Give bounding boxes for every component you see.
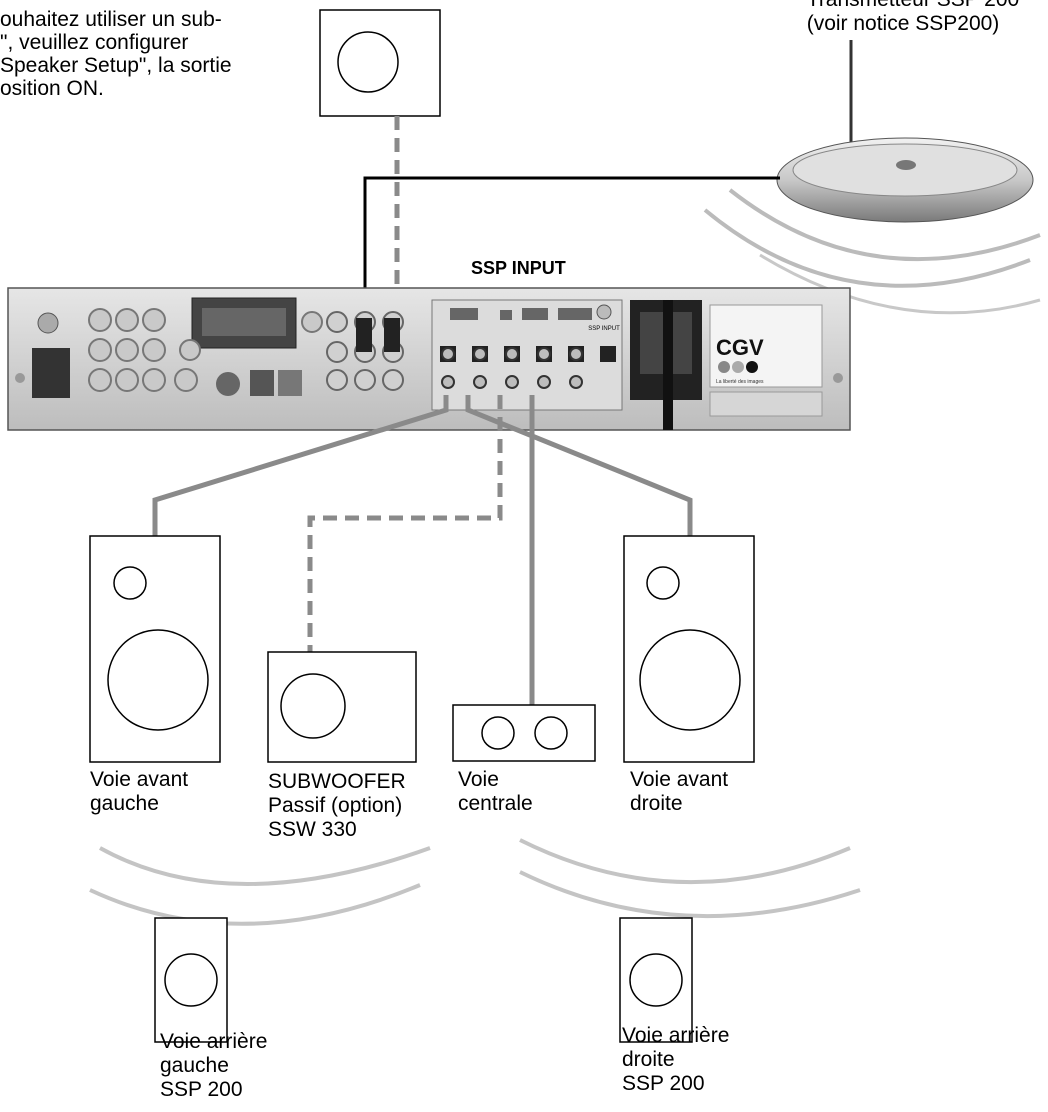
subwoofer-label-line-2: Passif (option) (268, 794, 403, 817)
front-left-label-line-2: gauche (90, 792, 159, 815)
center-label: Voie centrale (458, 768, 533, 816)
rear-left-waves (89, 846, 431, 926)
top-speaker-box (319, 9, 441, 117)
rear-right-label-line-2: droite (622, 1048, 675, 1071)
front-left-label-line-1: Voie avant (90, 768, 189, 791)
center-speaker (452, 704, 596, 762)
transmitter-label-line-1: Transmetteur SSP 200 (768, 0, 1048, 12)
rear-right-label: Voie arrière droite SSP 200 (622, 1024, 729, 1096)
transmitter-label: Transmetteur SSP 200 (voir notice SSP200… (768, 0, 1048, 36)
rear-left-label-line-1: Voie arrière (160, 1030, 268, 1053)
setup-note: ouhaitez utiliser un sub- ", veuillez co… (0, 8, 232, 100)
center-label-line-1: Voie (458, 768, 499, 791)
panel-small-input-label: SSP INPUT (588, 326, 620, 332)
rear-left-label-line-2: gauche (160, 1054, 229, 1077)
setup-note-line-1: ouhaitez utiliser un sub- (0, 8, 222, 31)
subwoofer-label-line-3: SSW 330 (268, 818, 357, 841)
rear-right-speaker (619, 917, 693, 1043)
subwoofer-label: SUBWOOFER Passif (option) SSW 330 (268, 770, 406, 842)
receiver-back-panel (7, 287, 851, 431)
front-right-speaker (623, 535, 755, 763)
brand-tagline: La liberté des images (716, 379, 764, 385)
setup-note-line-3: Speaker Setup", la sortie (0, 54, 232, 77)
front-right-label-line-1: Voie avant (630, 768, 729, 791)
subwoofer-dashed-cable (307, 395, 503, 652)
front-left-label: Voie avant gauche (90, 768, 188, 816)
subwoofer-label-line-1: SUBWOOFER (268, 770, 406, 793)
front-left-speaker (89, 535, 221, 763)
transmitter-label-line-2: (voir notice SSP200) (806, 12, 1000, 35)
rear-right-label-line-3: SSP 200 (622, 1072, 705, 1095)
front-right-label-line-2: droite (630, 792, 683, 815)
rear-right-waves (519, 838, 861, 919)
setup-note-line-4: osition ON. (0, 77, 104, 100)
ssp-input-label: SSP INPUT (471, 258, 566, 278)
rear-right-label-line-1: Voie arrière (622, 1024, 730, 1047)
transmitter-unit (703, 40, 1041, 315)
rear-left-speaker (154, 917, 228, 1043)
center-label-line-2: centrale (458, 792, 533, 815)
setup-note-line-2: ", veuillez configurer (0, 31, 189, 54)
rear-left-label-line-3: SSP 200 (160, 1078, 243, 1101)
subwoofer-speaker (267, 651, 417, 763)
brand-logo: CGV (716, 335, 764, 360)
speaker-cables (152, 395, 693, 705)
front-right-label: Voie avant droite (630, 768, 728, 816)
rear-left-label: Voie arrière gauche SSP 200 (160, 1030, 267, 1102)
